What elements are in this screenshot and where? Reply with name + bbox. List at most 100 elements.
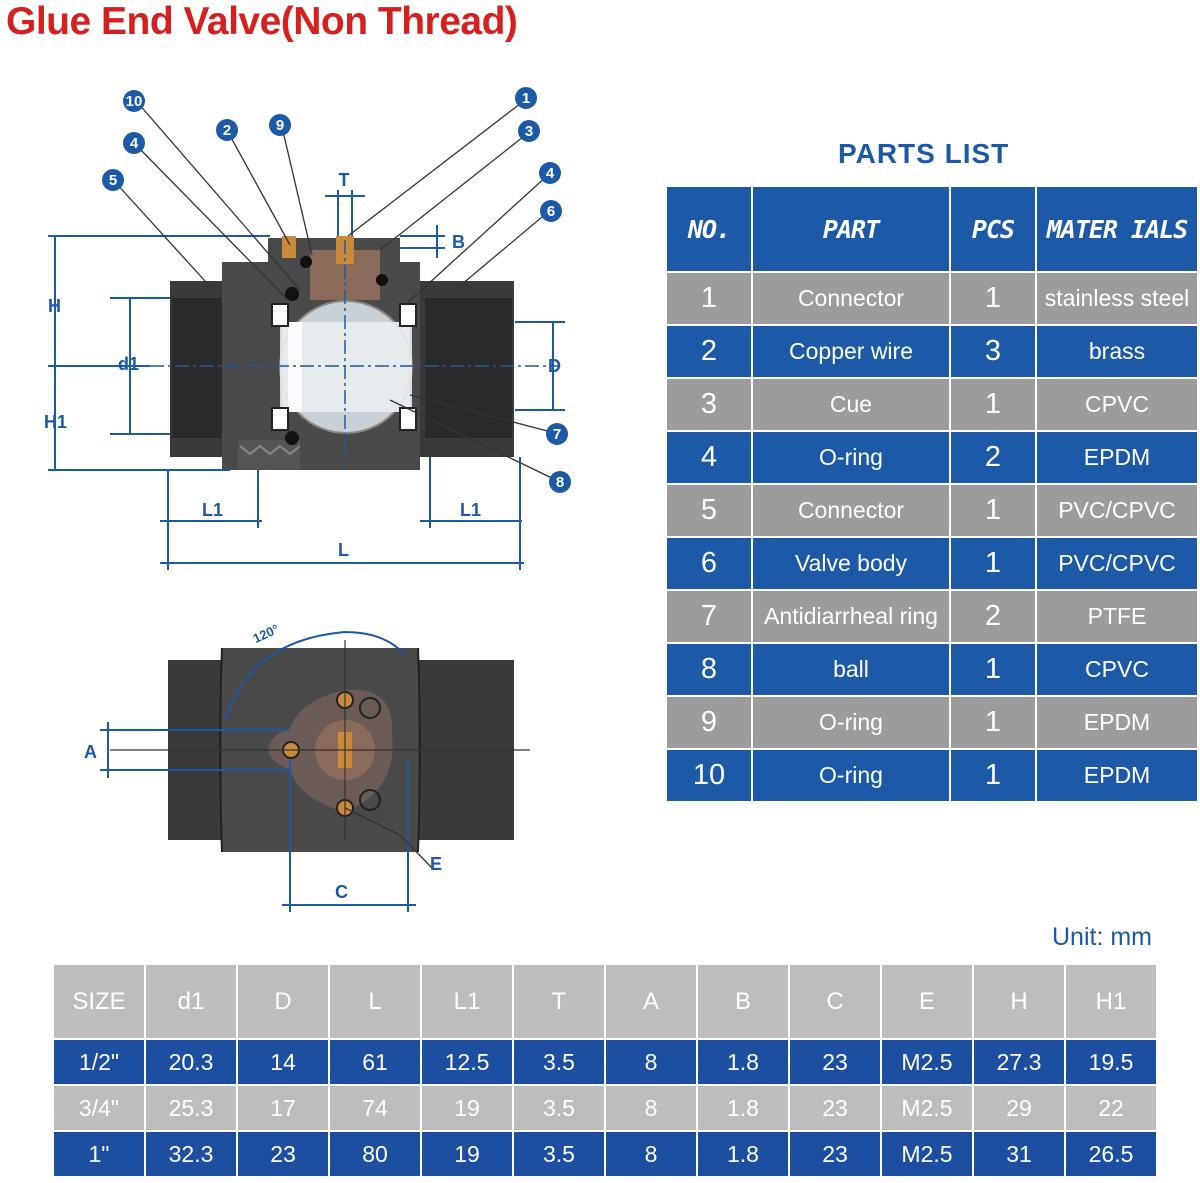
part-material: EPDM <box>1035 430 1199 485</box>
part-pcs: 1 <box>949 536 1037 591</box>
dim-label-l: L <box>338 540 349 560</box>
dim-header-cell: L1 <box>420 963 514 1040</box>
callout-8-label: 8 <box>556 474 564 491</box>
section-dimension-lines <box>48 190 565 570</box>
part-pcs: 2 <box>949 430 1037 485</box>
dim-cell: 3.5 <box>512 1084 606 1132</box>
part-name: Valve body <box>751 536 951 591</box>
dim-cell: 25.3 <box>144 1084 238 1132</box>
dim-label-e: E <box>430 854 442 874</box>
dim-label-t: T <box>339 170 350 190</box>
dim-header-cell: C <box>788 963 882 1040</box>
dim-cell: 1/2" <box>52 1038 146 1086</box>
unit-label: Unit: mm <box>1052 923 1152 951</box>
dim-label-a: A <box>84 742 97 762</box>
dim-cell: 22 <box>1064 1084 1158 1132</box>
dim-cell: M2.5 <box>880 1084 974 1132</box>
part-material: EPDM <box>1035 748 1199 803</box>
callout-10: 10 <box>123 90 145 112</box>
part-material: brass <box>1035 324 1199 379</box>
dim-cell: 3.5 <box>512 1038 606 1086</box>
part-material: CPVC <box>1035 377 1199 432</box>
dim-cell: 27.3 <box>972 1038 1066 1086</box>
dim-label-h: H <box>48 296 61 316</box>
dim-header-cell: H <box>972 963 1066 1040</box>
dim-label-angle: 120° <box>250 621 281 646</box>
dim-cell: 12.5 <box>420 1038 514 1086</box>
callout-7: 7 <box>546 423 568 445</box>
parts-header-row: NO. PART PCS MATER IALS <box>665 185 1199 273</box>
dim-cell: 80 <box>328 1130 422 1178</box>
callout-6-label: 6 <box>547 203 555 220</box>
part-name: Connector <box>751 271 951 326</box>
dim-label-d1: d1 <box>118 354 139 374</box>
part-pcs: 1 <box>949 642 1037 697</box>
valve-diagram: 10 4 5 2 9 1 3 4 6 7 8 T B H H1 d1 D L1 … <box>44 87 571 912</box>
dim-label-b: B <box>452 232 465 252</box>
part-material: EPDM <box>1035 695 1199 750</box>
callout-4-left-label: 4 <box>130 135 139 152</box>
part-no: 5 <box>665 483 753 538</box>
dim-cell: 17 <box>236 1084 330 1132</box>
callout-8: 8 <box>549 471 571 493</box>
dim-header-cell: B <box>696 963 790 1040</box>
dim-label-d: D <box>548 356 561 376</box>
dim-cell: 19.5 <box>1064 1038 1158 1086</box>
dim-cell: 1" <box>52 1130 146 1178</box>
callout-4-left: 4 <box>123 132 145 154</box>
part-pcs: 1 <box>949 483 1037 538</box>
part-name: Connector <box>751 483 951 538</box>
dim-header-cell: E <box>880 963 974 1040</box>
part-no: 2 <box>665 324 753 379</box>
dim-cell: 19 <box>420 1084 514 1132</box>
dim-cell: 20.3 <box>144 1038 238 1086</box>
callout-4-right: 4 <box>539 162 561 184</box>
part-no: 3 <box>665 377 753 432</box>
part-no: 1 <box>665 271 753 326</box>
dim-cell: 8 <box>604 1084 698 1132</box>
callout-7-label: 7 <box>553 426 561 443</box>
part-no: 6 <box>665 536 753 591</box>
parts-list-title: PARTS LIST <box>838 138 1010 169</box>
dim-header-cell: D <box>236 963 330 1040</box>
callout-4-right-label: 4 <box>546 165 555 182</box>
dim-cell: 61 <box>328 1038 422 1086</box>
dimensions-row: 3/4" 25.3 17 74 19 3.5 8 1.8 23 M2.5 29 … <box>52 1084 1158 1132</box>
part-name: O-ring <box>751 430 951 485</box>
dim-cell: M2.5 <box>880 1038 974 1086</box>
dim-cell: 74 <box>328 1084 422 1132</box>
dim-header-cell: SIZE <box>52 963 146 1040</box>
page-title: Glue End Valve(Non Thread) <box>6 0 518 43</box>
part-name: Copper wire <box>751 324 951 379</box>
callout-5: 5 <box>102 169 124 191</box>
dim-cell: 23 <box>788 1084 882 1132</box>
dim-cell: 23 <box>788 1038 882 1086</box>
dim-cell: 29 <box>972 1084 1066 1132</box>
dim-cell: 23 <box>236 1130 330 1178</box>
callout-1: 1 <box>515 87 537 109</box>
valve-section-view <box>150 236 560 470</box>
part-material: PTFE <box>1035 589 1199 644</box>
dim-label-c: C <box>335 882 348 902</box>
top-dimension-lines <box>100 630 416 912</box>
dim-label-l1-left: L1 <box>202 500 223 520</box>
callout-9-label: 9 <box>276 117 284 134</box>
part-name: ball <box>751 642 951 697</box>
dim-cell: 31 <box>972 1130 1066 1178</box>
part-material: PVC/CPVC <box>1035 536 1199 591</box>
part-material: CPVC <box>1035 642 1199 697</box>
parts-header-part: PART <box>751 185 951 273</box>
part-name: O-ring <box>751 748 951 803</box>
part-material: stainless steel <box>1035 271 1199 326</box>
part-pcs: 1 <box>949 271 1037 326</box>
dim-cell: 19 <box>420 1130 514 1178</box>
part-no: 8 <box>665 642 753 697</box>
